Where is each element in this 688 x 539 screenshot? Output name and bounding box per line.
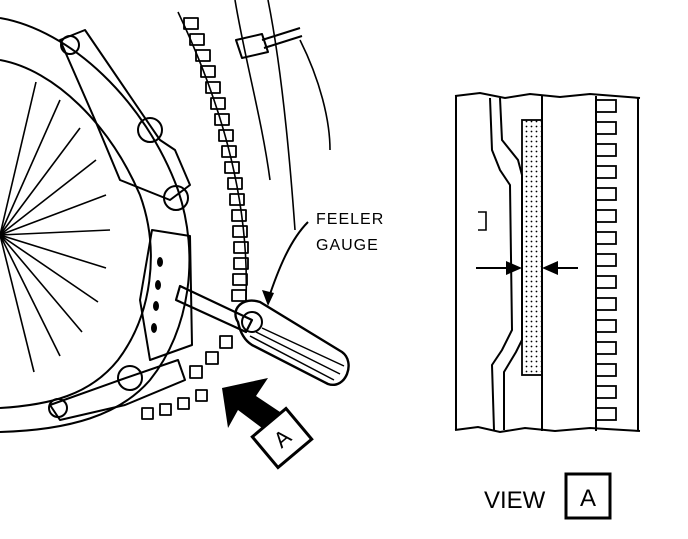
clutch-cover-outline xyxy=(0,17,191,433)
view-caption-box xyxy=(564,472,612,520)
view-a-detail xyxy=(454,91,641,434)
diaphragm-spring-fingers xyxy=(0,81,111,373)
feeler-gauge xyxy=(174,284,350,387)
ring-gear-outer-edge xyxy=(177,11,248,301)
cover-bolt-upper xyxy=(163,185,189,211)
clearance-arrow-right-head xyxy=(542,261,558,275)
upper-strap-rivet xyxy=(60,35,80,55)
callout-arrowhead xyxy=(262,290,274,306)
detail-frame-top-edge xyxy=(454,91,641,100)
upper-strap xyxy=(59,29,191,201)
clutch-assembly-illustration xyxy=(0,0,350,433)
pressure-plate-stud xyxy=(478,211,487,231)
callout-line-1: FEELER xyxy=(316,211,384,228)
cover-bolt-lower xyxy=(117,365,143,391)
pivot-pin xyxy=(137,117,163,143)
feeler-gauge-pivot xyxy=(241,311,263,333)
pressure-plate-profile xyxy=(489,97,514,431)
flywheel-teeth-column xyxy=(595,99,617,421)
clutch-cover-inner-rim xyxy=(0,59,152,409)
lower-strap xyxy=(49,359,186,421)
view-marker: A xyxy=(250,406,314,470)
engine-housing-lines xyxy=(234,0,331,231)
view-caption-word: VIEW xyxy=(484,487,546,514)
view-caption-letter: A xyxy=(580,485,596,512)
lower-strap-rivet xyxy=(48,398,68,418)
feeler-gauge-blade xyxy=(174,284,254,334)
callout-line-2: GAUGE xyxy=(316,237,379,254)
clearance-arrow-left-head xyxy=(506,261,522,275)
detail-frame-bottom-edge xyxy=(454,425,641,434)
ring-gear-teeth xyxy=(141,17,249,420)
view-marker-box xyxy=(250,406,314,470)
view-direction-arrow xyxy=(222,378,280,428)
feeler-gauge-leaves xyxy=(249,327,345,381)
callout-leader xyxy=(267,221,309,301)
lug-holes xyxy=(151,257,163,333)
pressure-plate-lug xyxy=(139,229,193,361)
clutch-disc-clearance xyxy=(521,119,543,376)
crank-bolt xyxy=(235,27,303,59)
feeler-gauge-handle xyxy=(234,299,350,387)
